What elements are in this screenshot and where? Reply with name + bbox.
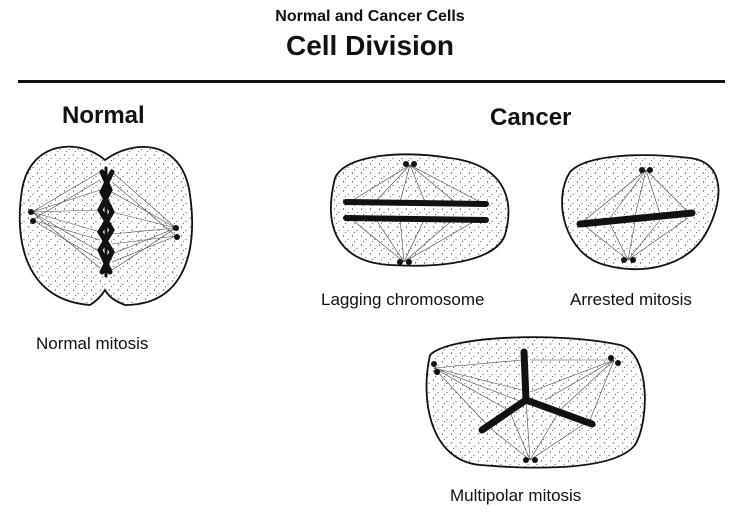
diagram-title: Cell Division — [285, 30, 455, 61]
chromosome-bands — [343, 199, 489, 223]
centrosome-top — [639, 167, 653, 173]
centrosome-left — [28, 209, 36, 224]
spindle-fibers — [433, 359, 615, 461]
cell-normal-mitosis — [18, 145, 193, 306]
title-divider — [18, 80, 725, 83]
diagram-supertitle: Normal and Cancer Cells — [275, 8, 465, 25]
spindle-fibers — [31, 171, 177, 271]
section-heading-normal: Normal — [62, 102, 145, 129]
centrosome-top — [403, 161, 417, 167]
caption-lagging-chromosome: Lagging chromosome — [321, 290, 485, 309]
caption-arrested-mitosis: Arrested mitosis — [570, 290, 692, 309]
cell-lagging-chromosome — [330, 153, 510, 267]
cell-arrested-mitosis — [561, 154, 720, 271]
centrosome-left — [431, 361, 440, 375]
cell-membrane — [561, 154, 720, 271]
section-heading-cancer: Cancer — [490, 104, 572, 131]
caption-multipolar-mitosis: Multipolar mitosis — [450, 486, 582, 505]
chromosome-tripod — [478, 348, 596, 434]
centrosome-bottom — [523, 457, 538, 463]
cell-multipolar-mitosis — [425, 336, 646, 469]
spindle-fibers — [584, 169, 689, 261]
chromosome-band — [576, 209, 696, 228]
caption-normal-mitosis: Normal mitosis — [36, 334, 149, 353]
centrosome-right — [608, 355, 621, 366]
centrosome-bottom — [397, 259, 412, 265]
spindle-fibers — [349, 164, 481, 263]
chromosome-plate — [97, 166, 115, 278]
centrosome-bottom — [621, 257, 636, 263]
cell-membrane — [330, 153, 510, 267]
centrosome-right — [173, 225, 180, 240]
